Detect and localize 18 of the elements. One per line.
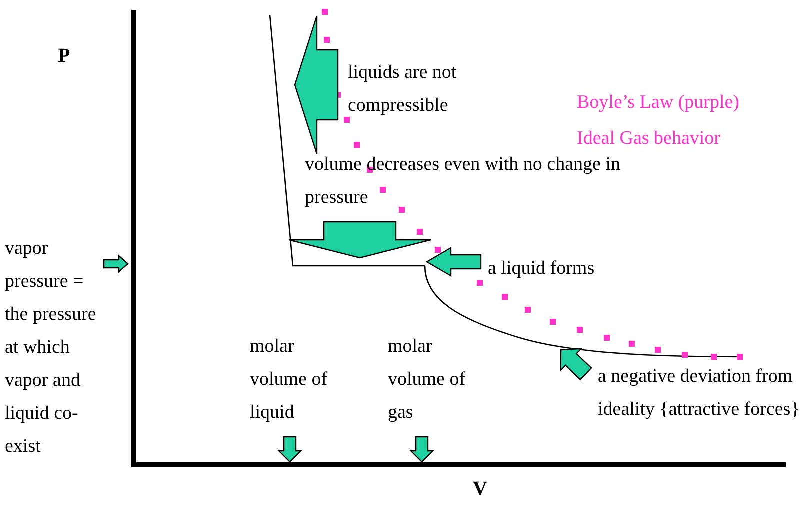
annotation-text: a liquid forms bbox=[488, 252, 595, 285]
annotation-text: volume decreases even with no change in pressure bbox=[305, 148, 645, 214]
block-arrow bbox=[288, 221, 432, 259]
annotation-text: molar volume of gas bbox=[388, 330, 468, 429]
block-arrow bbox=[278, 436, 302, 463]
block-arrow bbox=[410, 436, 434, 463]
axis-label: P bbox=[58, 45, 70, 67]
legend-note: Ideal Gas behavior bbox=[577, 128, 720, 150]
block-arrow bbox=[103, 254, 129, 274]
annotation-text: liquids are not compressible bbox=[348, 56, 498, 122]
axis-label: V bbox=[473, 478, 488, 500]
block-arrow bbox=[294, 15, 339, 155]
annotation-text: vapor pressure = the pressure at which vapor and liquid co-exist bbox=[5, 232, 97, 463]
annotation-text: molar volume of liquid bbox=[250, 330, 330, 429]
block-arrow bbox=[426, 246, 482, 278]
block-arrow bbox=[560, 348, 592, 381]
legend-note: Boyle’s Law (purple) bbox=[577, 92, 740, 114]
annotation-text: a negative deviation from ideality {attractive forces} bbox=[598, 360, 803, 426]
